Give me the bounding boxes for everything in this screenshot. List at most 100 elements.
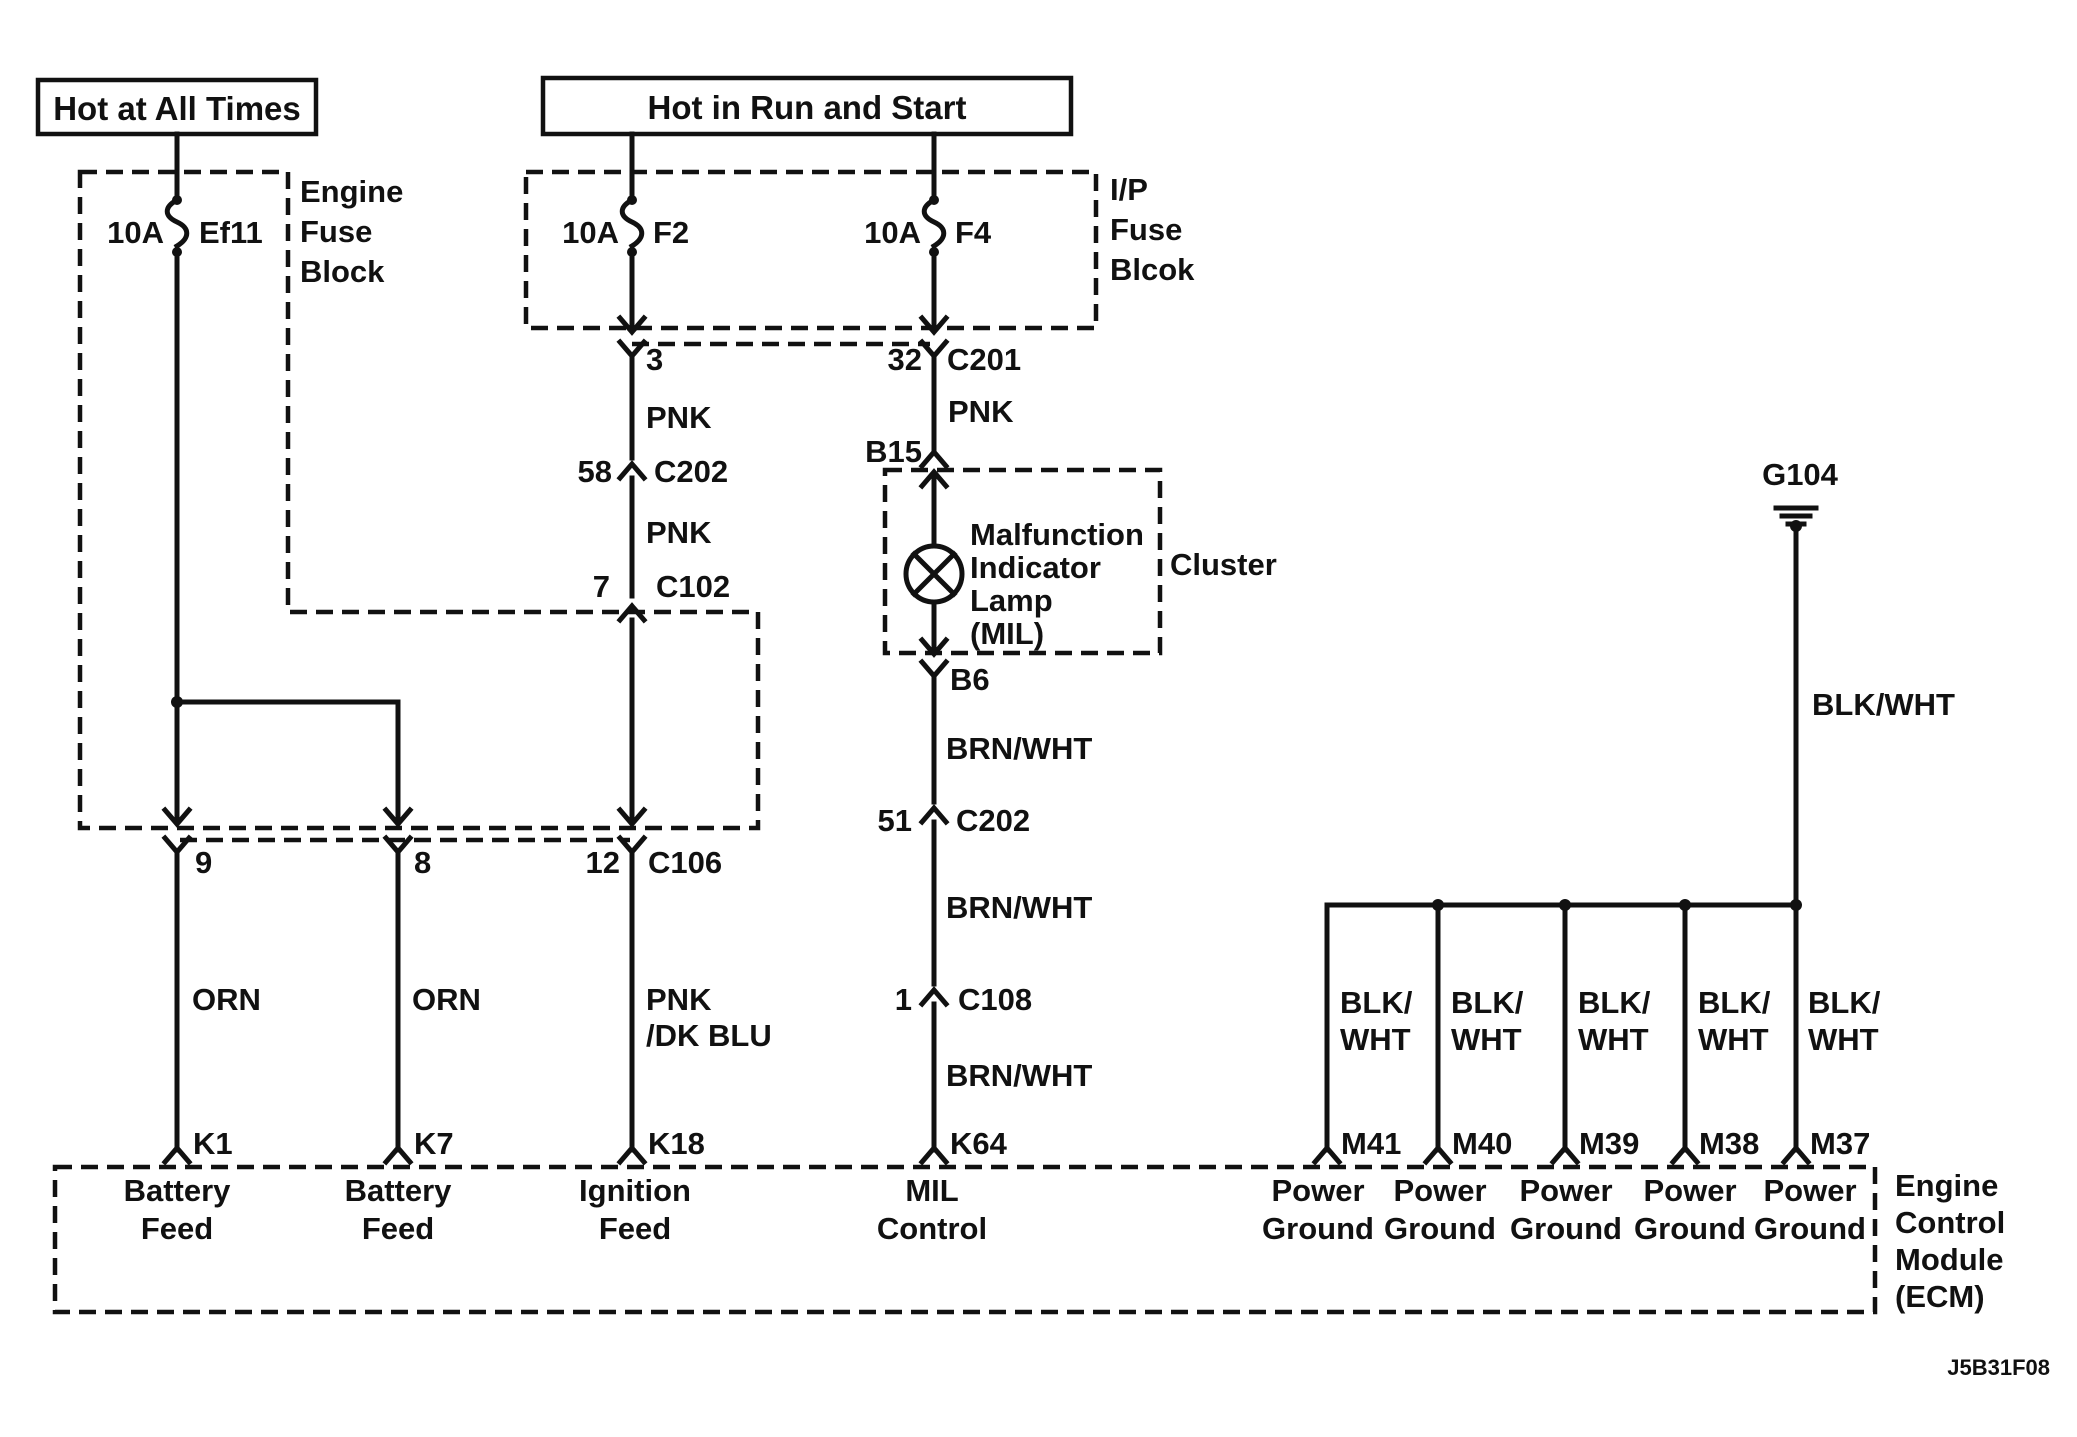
c106-pin-8-label: 8 (414, 845, 431, 880)
svg-text:(ECM): (ECM) (1895, 1279, 1985, 1314)
connector-c202-pin-51 (918, 804, 950, 826)
pin-m39-desc-2: Ground (1510, 1211, 1622, 1246)
svg-text:BLK/: BLK/ (1578, 985, 1651, 1020)
fuse-f2-name: F2 (653, 215, 689, 250)
b6-label: B6 (950, 662, 990, 697)
pin-m38-id: M38 (1699, 1126, 1759, 1161)
fuse-ef11-amp: 10A (107, 215, 164, 250)
pin-k1-desc-2: Feed (141, 1211, 213, 1246)
c108-label: C108 (958, 982, 1032, 1017)
svg-text:(MIL): (MIL) (970, 616, 1044, 651)
pin-m41-desc-1: Power (1271, 1173, 1364, 1208)
svg-text:I/P: I/P (1110, 172, 1148, 207)
pin-m39-terminal (1549, 1144, 1581, 1166)
pin-m37-terminal (1780, 1144, 1812, 1166)
svg-text:Fuse: Fuse (1110, 212, 1182, 247)
fuse-f2-symbol (619, 196, 645, 250)
pin-m41-terminal (1311, 1144, 1343, 1166)
terminal-arrow (382, 806, 414, 828)
wire-color-brnwht-3: BRN/WHT (946, 1058, 1092, 1093)
pin-k64-desc-2: Control (877, 1211, 987, 1246)
pin-k18-id: K18 (648, 1126, 705, 1161)
pin-k18-desc-2: Feed (599, 1211, 671, 1246)
fuse-ef11-name: Ef11 (199, 215, 263, 250)
b15-label: B15 (865, 434, 922, 469)
pin-m37-desc-2: Ground (1754, 1211, 1866, 1246)
pin-m38-terminal (1669, 1144, 1701, 1166)
c201-pin-3-label: 3 (646, 342, 663, 377)
hot-at-all-times-box: Hot at All Times (35, 77, 319, 137)
pin-k7-desc-1: Battery (345, 1173, 453, 1208)
svg-text:WHT: WHT (1578, 1022, 1649, 1057)
wire-color-pnk-dkblu-2: /DK BLU (646, 1018, 772, 1053)
pin-m40-id: M40 (1452, 1126, 1512, 1161)
wire-color-blkwht-m37: BLK/ WHT (1808, 985, 1881, 1057)
c106-pin-12-label: 12 (586, 845, 620, 880)
ip-fuse-block-outline (523, 169, 1099, 331)
pin-k7-desc-2: Feed (362, 1211, 434, 1246)
c102-label: C102 (656, 569, 730, 604)
terminal-arrow (918, 636, 950, 658)
wire-color-orn-2: ORN (412, 982, 481, 1017)
svg-text:Block: Block (300, 254, 385, 289)
connector-c102-pin-7 (616, 602, 648, 624)
c202-label-b: C202 (956, 803, 1030, 838)
cluster-label: Cluster (1170, 547, 1277, 582)
hot-in-run-and-start-label: Hot in Run and Start (648, 89, 967, 126)
svg-text:WHT: WHT (1451, 1022, 1522, 1057)
wire-color-blkwht-main: BLK/WHT (1812, 687, 1955, 722)
engine-fuse-block-label: Engine Fuse Block (300, 174, 403, 289)
pin-m37-id: M37 (1810, 1126, 1870, 1161)
c202-label-a: C202 (654, 454, 728, 489)
pin-m40-desc-2: Ground (1384, 1211, 1496, 1246)
hot-in-run-and-start-box: Hot in Run and Start (540, 75, 1074, 137)
svg-text:BLK/: BLK/ (1698, 985, 1771, 1020)
terminal-arrow (918, 468, 950, 490)
c202-pin-58-label: 58 (578, 454, 612, 489)
terminal-arrow (616, 806, 648, 828)
pin-m40-desc-1: Power (1393, 1173, 1486, 1208)
svg-text:Blcok: Blcok (1110, 252, 1195, 287)
pin-k64-terminal (918, 1144, 950, 1166)
pin-k18-desc-1: Ignition (579, 1173, 691, 1208)
fuse-f4-amp: 10A (864, 215, 921, 250)
hot-at-all-times-label: Hot at All Times (53, 90, 301, 127)
pin-m38-desc-2: Ground (1634, 1211, 1746, 1246)
svg-text:Engine: Engine (1895, 1168, 1998, 1203)
fuse-f4-name: F4 (955, 215, 992, 250)
wire-color-orn-1: ORN (192, 982, 261, 1017)
ground-g104-label: G104 (1762, 457, 1839, 492)
pin-k64-id: K64 (950, 1126, 1008, 1161)
c102-pin-7-label: 7 (593, 569, 610, 604)
svg-text:Lamp: Lamp (970, 583, 1053, 618)
engine-fuse-block-outline (77, 169, 761, 831)
wire-color-brnwht-1: BRN/WHT (946, 731, 1092, 766)
pin-m41-desc-2: Ground (1262, 1211, 1374, 1246)
malfunction-indicator-lamp-icon (903, 543, 965, 605)
svg-text:Engine: Engine (300, 174, 403, 209)
connector-c108-pin-1 (918, 986, 950, 1008)
svg-text:Control: Control (1895, 1205, 2005, 1240)
fuse-ef11-symbol (164, 196, 190, 250)
terminal-arrow (918, 314, 950, 336)
svg-text:WHT: WHT (1808, 1022, 1879, 1057)
svg-text:BLK/: BLK/ (1451, 985, 1524, 1020)
terminal-arrow (616, 314, 648, 336)
wire-color-blkwht-m40: BLK/ WHT (1451, 985, 1524, 1057)
pin-m39-id: M39 (1579, 1126, 1639, 1161)
wire-color-pnk-3: PNK (948, 394, 1014, 429)
pin-k7-id: K7 (414, 1126, 454, 1161)
svg-text:Fuse: Fuse (300, 214, 372, 249)
c201-pin-32-label: 32 (888, 342, 922, 377)
wire-color-brnwht-2: BRN/WHT (946, 890, 1092, 925)
pin-m41-id: M41 (1341, 1126, 1401, 1161)
wire-color-pnk-2: PNK (646, 515, 712, 550)
fuse-f2-amp: 10A (562, 215, 619, 250)
ignition-feed-circuit (616, 131, 648, 1166)
pin-m39-desc-1: Power (1519, 1173, 1612, 1208)
ground-circuit (1311, 505, 1819, 1166)
terminal-arrow (161, 806, 193, 828)
pin-m40-terminal (1422, 1144, 1454, 1166)
pin-k1-id: K1 (193, 1126, 233, 1161)
